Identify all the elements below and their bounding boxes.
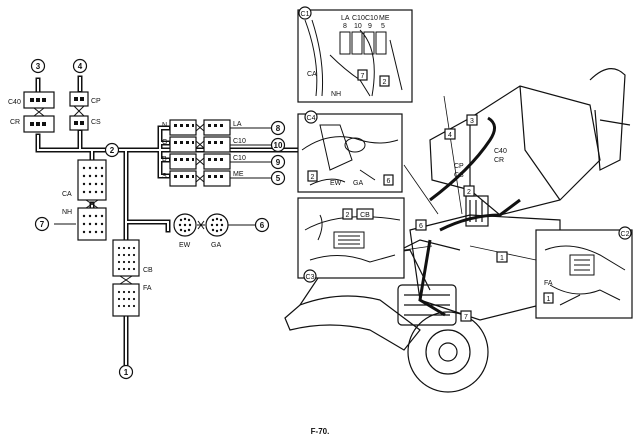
svg-text:CS: CS bbox=[91, 119, 101, 126]
callout-1: 1 bbox=[118, 364, 134, 380]
machine-callout-1: 1 bbox=[496, 251, 508, 263]
connector-ca-nh: CA NH bbox=[62, 159, 107, 241]
svg-text:C10: C10 bbox=[233, 138, 246, 145]
callout-8: 8 bbox=[270, 120, 286, 136]
callout-5: 5 bbox=[270, 170, 286, 186]
front-wheel bbox=[407, 311, 489, 393]
svg-text:7: 7 bbox=[40, 220, 45, 229]
connector-c40-cr: C40 CR bbox=[8, 91, 55, 133]
svg-text:CB: CB bbox=[143, 267, 153, 274]
svg-text:C10: C10 bbox=[365, 15, 378, 22]
backhoe-boom bbox=[589, 68, 626, 171]
svg-text:10: 10 bbox=[354, 23, 362, 30]
connector-cp-cs: CP CS bbox=[69, 91, 101, 131]
schematic-callouts: 3 4 2 7 8 10 9 5 6 1 bbox=[30, 58, 286, 380]
connector-cb-fa: CB FA bbox=[112, 239, 153, 317]
machine-callout-4: 4 bbox=[444, 128, 456, 140]
svg-text:CA: CA bbox=[307, 71, 317, 78]
svg-text:GA: GA bbox=[353, 180, 363, 187]
svg-text:EW: EW bbox=[330, 180, 342, 187]
svg-text:C4: C4 bbox=[307, 115, 316, 122]
machine-callouts: 3 4 2 6 1 7 CP CS C40 CR bbox=[415, 114, 508, 322]
machine-callout-6: 6 bbox=[415, 219, 427, 231]
svg-text:ME: ME bbox=[233, 171, 244, 178]
svg-text:ME: ME bbox=[379, 15, 390, 22]
svg-text:C40: C40 bbox=[8, 99, 21, 106]
inset-c2: C2 FA 1 bbox=[535, 226, 633, 319]
svg-text:CR: CR bbox=[10, 119, 20, 126]
inset-c1: C1 LA C10 C10 ME 8 10 9 5 CA NH 7 2 bbox=[297, 6, 413, 103]
callout-7: 7 bbox=[34, 216, 50, 232]
callout-4: 4 bbox=[72, 58, 88, 74]
svg-text:NH: NH bbox=[331, 91, 341, 98]
svg-text:7: 7 bbox=[464, 314, 468, 321]
svg-text:NH: NH bbox=[62, 209, 72, 216]
svg-text:C1: C1 bbox=[301, 11, 310, 18]
callout-2: 2 bbox=[104, 142, 120, 158]
svg-text:2: 2 bbox=[346, 212, 350, 219]
svg-text:GA: GA bbox=[211, 242, 221, 249]
svg-text:6: 6 bbox=[419, 223, 423, 230]
svg-text:4: 4 bbox=[448, 132, 452, 139]
svg-text:6: 6 bbox=[260, 221, 265, 230]
callout-3: 3 bbox=[30, 58, 46, 74]
machine-label-c40: C40 bbox=[494, 148, 507, 155]
svg-text:G: G bbox=[162, 139, 167, 146]
svg-text:FA: FA bbox=[143, 285, 152, 292]
machine-callout-2: 2 bbox=[463, 185, 475, 197]
svg-text:C10: C10 bbox=[352, 15, 365, 22]
svg-text:1: 1 bbox=[500, 255, 504, 262]
svg-text:S: S bbox=[162, 173, 167, 180]
svg-text:2: 2 bbox=[383, 79, 387, 86]
connector-ew-ga: EW GA bbox=[173, 213, 229, 249]
wiring-schematic: 3 4 2 7 8 10 9 5 6 1 C40 CR CP CS bbox=[8, 58, 303, 380]
svg-text:2: 2 bbox=[110, 146, 115, 155]
svg-text:1: 1 bbox=[124, 368, 129, 377]
svg-text:8: 8 bbox=[276, 124, 281, 133]
svg-text:LA: LA bbox=[341, 15, 350, 22]
callout-9: 9 bbox=[270, 154, 286, 170]
svg-text:CB: CB bbox=[360, 212, 370, 219]
svg-text:3: 3 bbox=[36, 62, 41, 71]
svg-text:2: 2 bbox=[311, 174, 315, 181]
svg-text:5: 5 bbox=[276, 174, 281, 183]
svg-text:8: 8 bbox=[343, 23, 347, 30]
inset-c3: C3 2 CB bbox=[297, 197, 405, 283]
svg-text:9: 9 bbox=[368, 23, 372, 30]
svg-text:LA: LA bbox=[233, 121, 242, 128]
connector-stack: N G B S LA C10 C10 ME bbox=[162, 119, 246, 187]
svg-text:4: 4 bbox=[78, 62, 83, 71]
svg-text:C10: C10 bbox=[233, 155, 246, 162]
svg-text:C3: C3 bbox=[306, 274, 315, 281]
callout-6: 6 bbox=[254, 217, 270, 233]
svg-text:N: N bbox=[162, 122, 167, 129]
svg-text:CA: CA bbox=[62, 191, 72, 198]
svg-text:CP: CP bbox=[91, 98, 101, 105]
callout-10: 10 bbox=[270, 137, 286, 153]
svg-text:3: 3 bbox=[470, 118, 474, 125]
svg-text:1: 1 bbox=[547, 296, 551, 303]
svg-text:10: 10 bbox=[274, 141, 283, 150]
front-bucket bbox=[284, 295, 421, 351]
svg-text:6: 6 bbox=[387, 178, 391, 185]
machine-callout-7: 7 bbox=[460, 310, 472, 322]
machine-label-cs: CS bbox=[454, 172, 464, 179]
machine-label-cr: CR bbox=[494, 157, 504, 164]
inset-c4: C4 2 EW GA 6 bbox=[297, 110, 403, 193]
svg-text:FA: FA bbox=[544, 280, 553, 287]
svg-text:EW: EW bbox=[179, 242, 191, 249]
svg-text:B: B bbox=[162, 156, 167, 163]
svg-text:5: 5 bbox=[381, 23, 385, 30]
svg-text:7: 7 bbox=[361, 73, 365, 80]
svg-text:C2: C2 bbox=[621, 231, 630, 238]
svg-text:2: 2 bbox=[467, 189, 471, 196]
svg-text:9: 9 bbox=[276, 158, 281, 167]
machine-callout-3: 3 bbox=[466, 114, 478, 126]
figure-caption: F-70. bbox=[311, 427, 330, 436]
cab bbox=[469, 85, 601, 216]
machine-label-cp: CP bbox=[454, 163, 464, 170]
